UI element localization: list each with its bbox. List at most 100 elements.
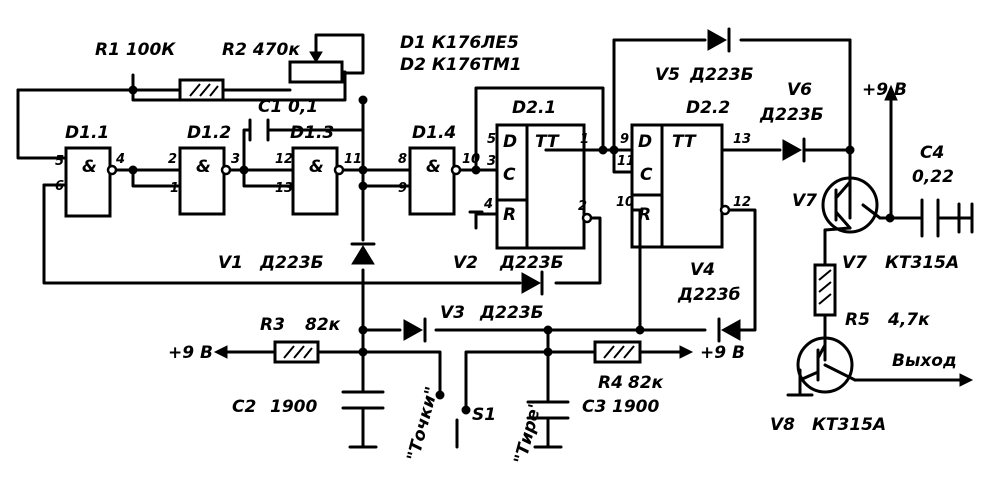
pin-d22-12: 12	[733, 195, 751, 210]
gate-d1-3-symbol: &	[309, 157, 324, 177]
pin-d11-5: 5	[55, 154, 64, 169]
label-v1-value: Д223Б	[259, 253, 324, 273]
label-supply-mid: +9 В	[700, 343, 745, 363]
d22-d-input: D	[638, 132, 652, 152]
pin-d12-1: 1	[170, 181, 179, 196]
pin-d21-5: 5	[487, 132, 496, 147]
resistor-r2-potentiometer	[288, 40, 347, 84]
pin-d21-2: 2	[578, 199, 587, 214]
label-r5-value: 4,7к	[887, 310, 930, 330]
junction-dots	[128, 85, 895, 357]
wires	[16, 33, 974, 449]
diode-v5	[707, 27, 731, 53]
label-supply-right: +9 В	[862, 80, 907, 100]
label-c1-name: C1	[258, 97, 282, 117]
label-r3-value: 82к	[305, 315, 341, 335]
label-r4-value: 82к	[628, 373, 664, 393]
gate-d1-1-symbol: &	[82, 157, 97, 177]
diode-v4	[717, 317, 741, 343]
capacitor-c3	[526, 400, 570, 449]
gate-d1-2	[178, 146, 232, 216]
diode-v2	[521, 270, 544, 296]
d22-c-input: C	[640, 165, 653, 185]
label-c4-name: C4	[920, 143, 944, 163]
ground-symbols	[468, 202, 961, 234]
label-dots: "Точки"	[404, 385, 443, 464]
pin-d22-13: 13	[733, 132, 751, 147]
gate-d1-4-symbol: &	[426, 157, 441, 177]
pin-d14-9: 9	[398, 181, 407, 196]
label-v5-name: V5	[655, 65, 680, 85]
pin-d14-8: 8	[398, 152, 407, 167]
diode-v6	[782, 137, 806, 163]
pin-d13-13: 13	[275, 181, 293, 196]
label-r3-name: R3	[260, 315, 285, 335]
label-v6-value: Д223Б	[759, 105, 824, 125]
resistor-r4	[593, 340, 642, 364]
label-v2-value: Д223Б	[499, 253, 564, 273]
label-d1-4: D1.4	[412, 123, 456, 143]
pin-d22-9: 9	[620, 132, 629, 147]
d21-c-input: C	[503, 165, 516, 185]
transistor-v8	[786, 336, 857, 397]
label-r1: R1 100К	[95, 40, 176, 60]
label-c1-value: 0,1	[288, 97, 318, 117]
transistor-v7	[821, 176, 882, 234]
pin-d12-2: 2	[168, 152, 177, 167]
pin-d21-4: 4	[483, 197, 493, 212]
label-d1-type: D1 К176ЛЕ5	[400, 33, 519, 53]
flipflop-d2-1	[474, 123, 593, 250]
label-s1: S1	[472, 405, 496, 425]
label-v7-value: КТ315А	[885, 253, 959, 273]
label-v8-name: V8	[770, 415, 795, 435]
capacitor-c1	[248, 118, 270, 142]
resistor-r1	[131, 78, 292, 102]
label-dashes: "Тире"	[511, 398, 547, 466]
label-d2-type: D2 К176ТМ1	[400, 55, 522, 75]
label-v5-value: Д223Б	[689, 65, 754, 85]
diode-v1	[350, 242, 376, 265]
label-v1-name: V1	[218, 253, 243, 273]
label-d1-1: D1.1	[65, 123, 109, 143]
pin-d13-11: 11	[344, 152, 362, 167]
supply-arrows	[213, 84, 974, 387]
label-v3-value: Д223Б	[479, 303, 544, 323]
label-r5-name: R5	[845, 310, 870, 330]
resistor-r5	[813, 263, 837, 317]
label-d2-2: D2.2	[686, 98, 730, 118]
pin-d21-1: 1	[580, 132, 589, 147]
gate-d1-2-symbol: &	[196, 157, 211, 177]
label-c2-value: 1900	[270, 397, 317, 417]
label-v4-value: Д223б	[677, 285, 741, 305]
pin-d11-4: 4	[115, 152, 125, 167]
label-r4-name: R4	[598, 373, 623, 393]
label-c3-name: C3	[582, 397, 606, 417]
label-d1-2: D1.2	[187, 123, 231, 143]
gate-d1-4	[408, 146, 462, 216]
d22-tt-label: TT	[672, 132, 697, 152]
label-v3-name: V3	[440, 303, 465, 323]
pin-d11-6: 6	[55, 179, 64, 194]
label-r2: R2 470к	[222, 40, 300, 60]
pin-d13-12: 12	[275, 152, 293, 167]
label-v2-name: V2	[453, 253, 478, 273]
label-v6-name: V6	[787, 80, 812, 100]
resistor-r3	[273, 340, 320, 364]
switch-s1	[435, 376, 471, 449]
capacitor-c2	[341, 390, 385, 449]
pin-d22-10: 10	[616, 195, 634, 210]
label-v8-value: КТ315А	[812, 415, 886, 435]
label-c2-name: C2	[232, 397, 256, 417]
gate-d1-1	[58, 146, 118, 218]
diode-v3	[403, 317, 427, 343]
capacitor-c4	[920, 198, 974, 238]
d22-r-input: R	[638, 205, 651, 225]
label-d2-1: D2.1	[512, 98, 556, 118]
flipflop-d2-2	[630, 123, 731, 249]
gate-d1-3	[291, 146, 345, 216]
label-v7-name: V7	[842, 253, 867, 273]
label-c4-value: 0,22	[912, 167, 954, 187]
label-c3-value: 1900	[612, 397, 659, 417]
d21-r-input: R	[503, 205, 516, 225]
